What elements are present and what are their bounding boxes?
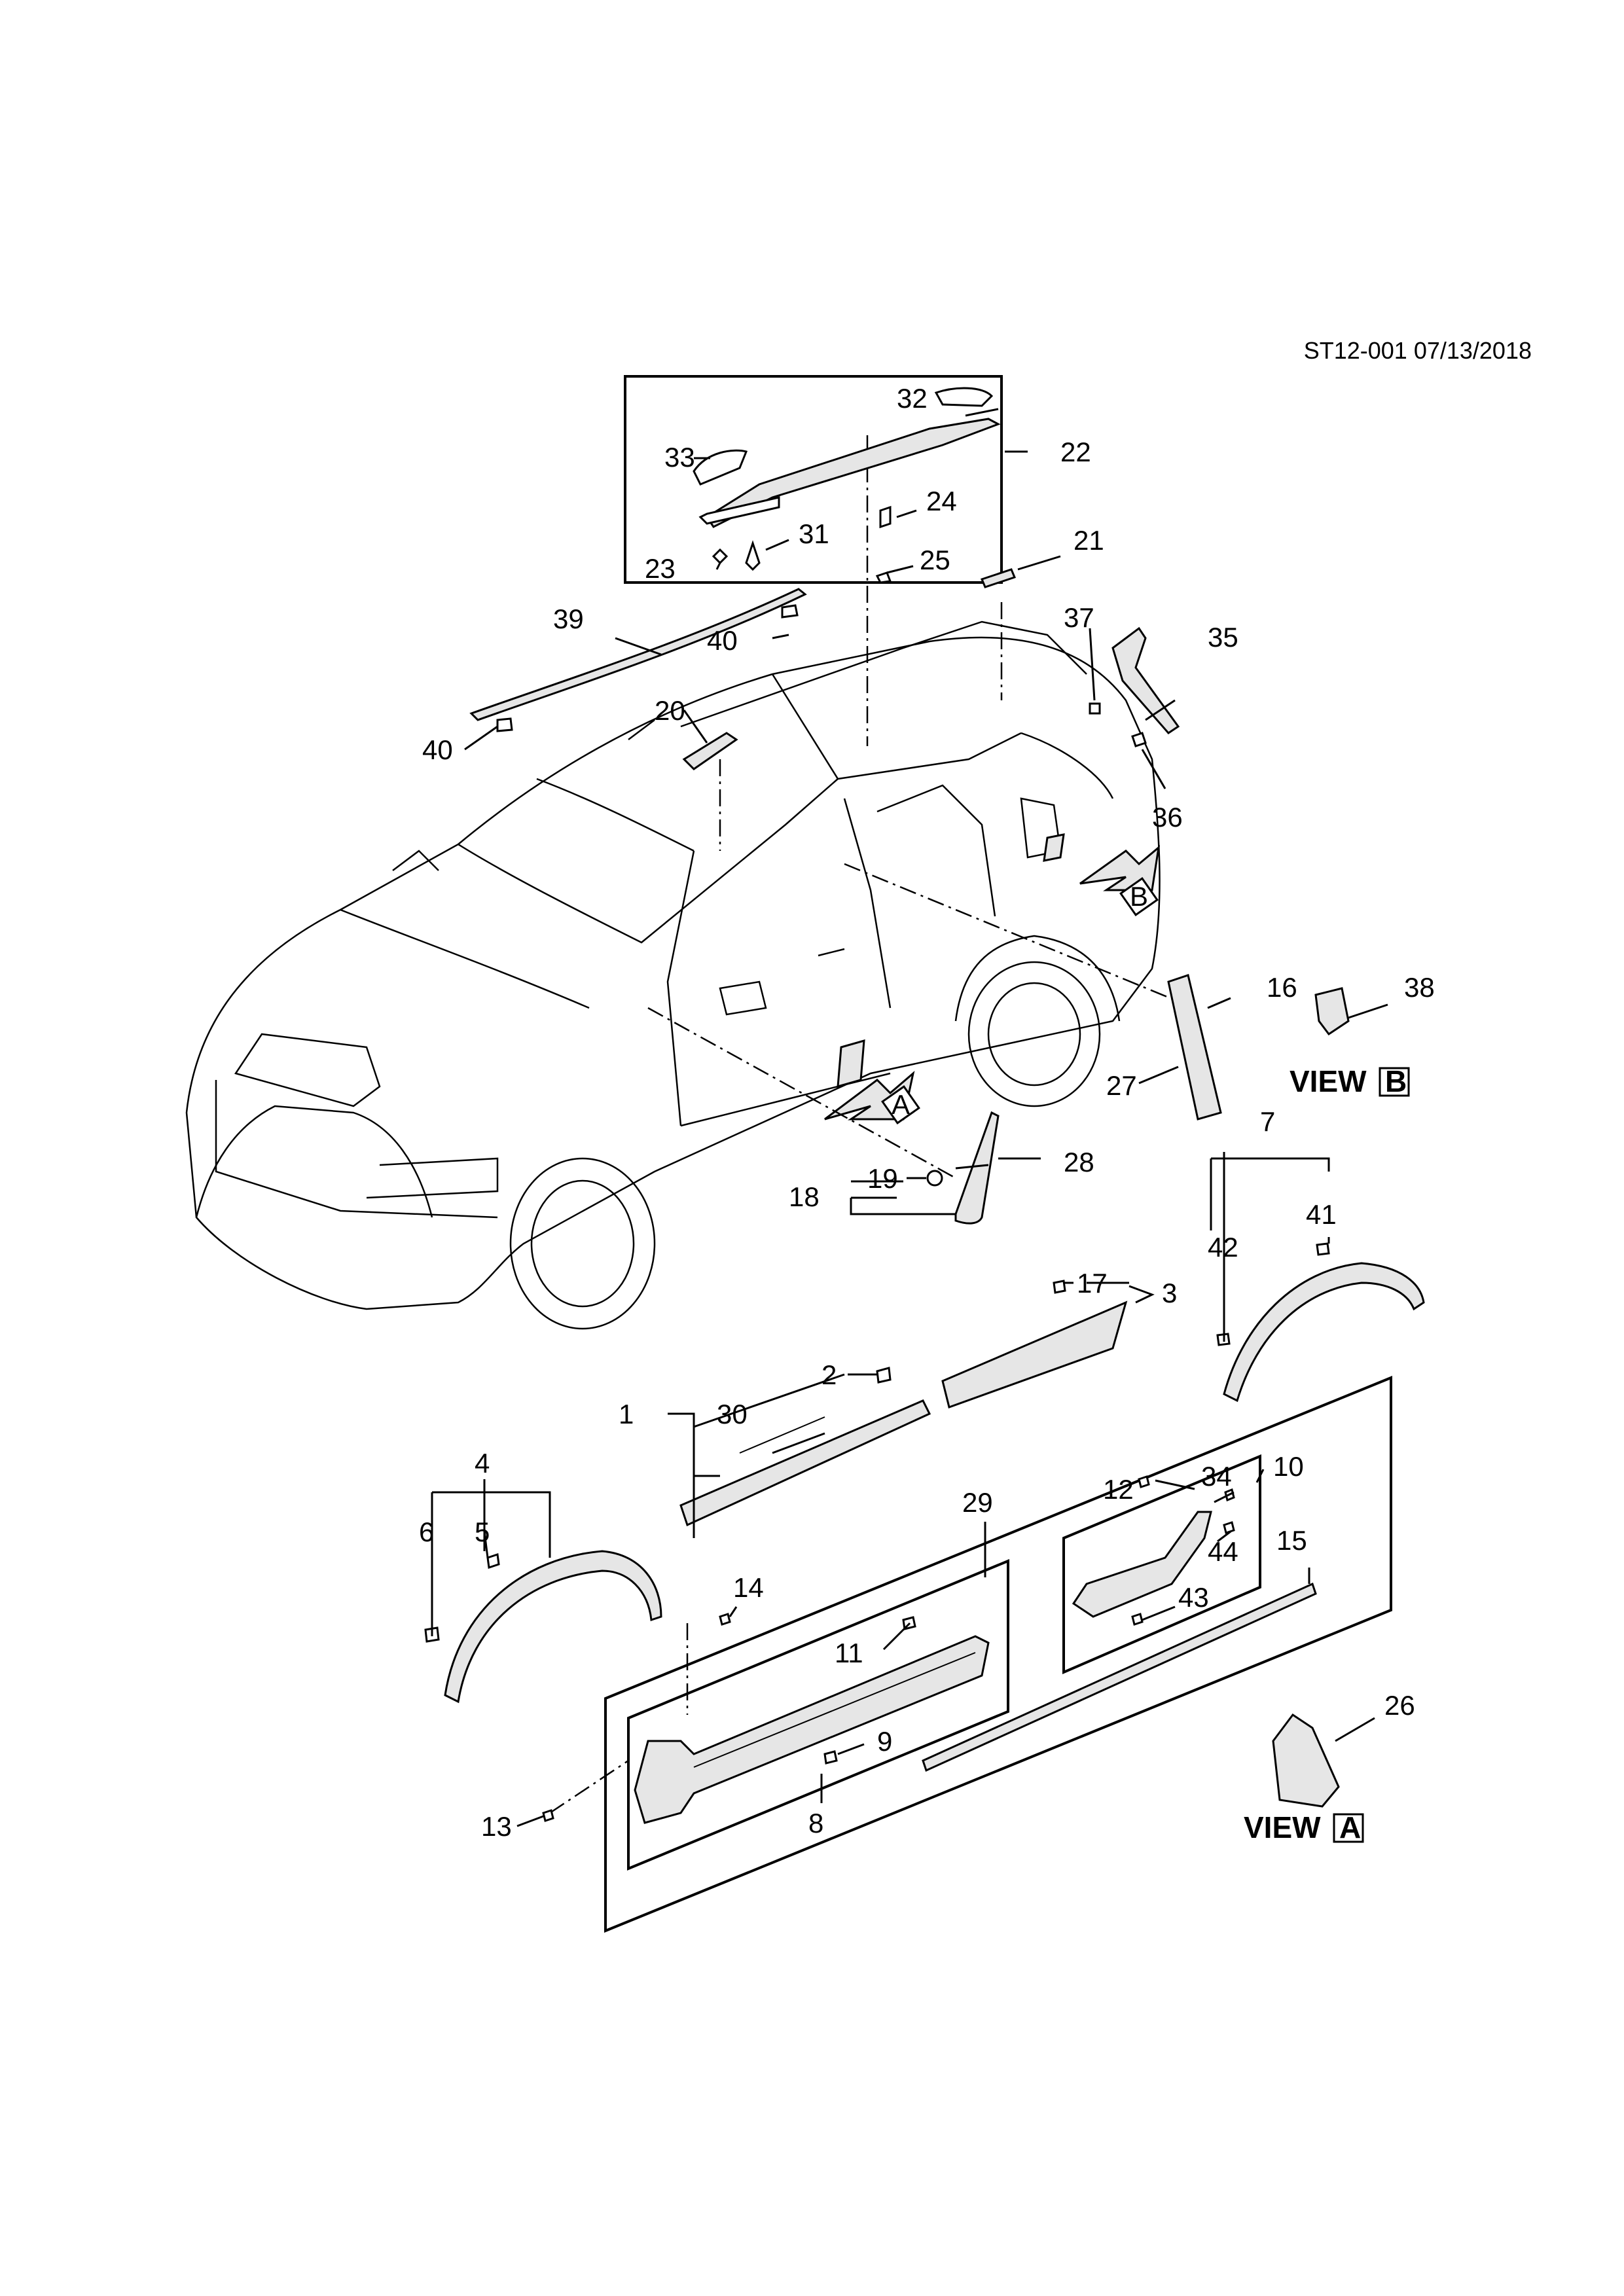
svg-text:VIEW: VIEW	[1244, 1810, 1321, 1844]
callout-6: 6	[419, 1516, 434, 1547]
callout-10: 10	[1273, 1451, 1304, 1482]
callout-13: 13	[481, 1811, 512, 1842]
callout-36: 36	[1152, 802, 1183, 833]
callout-30: 30	[717, 1399, 748, 1429]
small-bracket-a	[837, 1039, 865, 1088]
view-b-label: VIEW B	[1290, 1064, 1410, 1098]
callout-20: 20	[655, 695, 685, 726]
view-b-arrow: B	[1079, 845, 1161, 916]
callout-1: 1	[619, 1399, 634, 1429]
molding-16	[1167, 974, 1222, 1121]
molding-28	[954, 1111, 1000, 1225]
callout-14: 14	[733, 1572, 764, 1603]
clip-14	[719, 1613, 731, 1626]
callout-26: 26	[1384, 1690, 1415, 1721]
rocker-end-10	[1072, 1511, 1212, 1618]
callout-7: 7	[1260, 1106, 1275, 1137]
callout-24: 24	[926, 486, 957, 516]
svg-text:VIEW: VIEW	[1290, 1064, 1367, 1098]
nut-36	[1131, 732, 1147, 747]
callout-43: 43	[1178, 1582, 1209, 1613]
callout-38: 38	[1404, 972, 1435, 1003]
callout-33: 33	[664, 442, 695, 473]
clip-2	[876, 1367, 892, 1384]
callout-12: 12	[1103, 1474, 1134, 1505]
view-a-label: VIEW A	[1244, 1810, 1364, 1844]
callout-11: 11	[835, 1638, 863, 1668]
clip-5	[486, 1553, 500, 1569]
callout-29: 29	[962, 1487, 993, 1518]
rocker-inner-box-8	[627, 1559, 1009, 1871]
callout-19: 19	[867, 1163, 898, 1194]
clip-43	[1131, 1613, 1144, 1626]
arrow-a-letter: A	[892, 1089, 910, 1120]
clip-13	[542, 1809, 554, 1822]
roof-rail-39	[469, 588, 807, 732]
rear-wheel-flare-7	[1223, 1262, 1425, 1403]
rocker-inner-box-10	[1062, 1454, 1261, 1675]
svg-text:B: B	[1385, 1064, 1407, 1098]
callout-16: 16	[1267, 972, 1297, 1003]
callout-23: 23	[645, 553, 676, 584]
callout-27: 27	[1106, 1070, 1137, 1101]
vehicle-outline	[185, 620, 1161, 1330]
front-door-molding-1	[679, 1399, 931, 1527]
callout-2: 2	[821, 1359, 837, 1390]
roof-clip-21	[980, 568, 1017, 588]
bracket-26	[1272, 1713, 1340, 1808]
rear-door-molding-3	[941, 1300, 1128, 1408]
callout-25: 25	[920, 545, 950, 575]
clip-41	[1316, 1242, 1330, 1256]
clip-9	[823, 1750, 838, 1765]
rocker-panel-8	[634, 1635, 990, 1824]
callout-28: 28	[1064, 1147, 1094, 1177]
callout-40-top: 40	[707, 625, 738, 656]
callout-44: 44	[1208, 1536, 1238, 1567]
callout-37: 37	[1064, 602, 1094, 633]
strip-15	[922, 1582, 1317, 1772]
rocker-panel-box	[604, 1376, 1392, 1933]
callout-17: 17	[1077, 1268, 1108, 1299]
callout-8: 8	[808, 1808, 823, 1839]
roof-clip-20	[682, 732, 738, 770]
clip-38	[1314, 987, 1350, 1036]
callout-40-bottom: 40	[422, 734, 453, 765]
callout-21: 21	[1074, 525, 1104, 556]
tape-30	[739, 1416, 825, 1454]
callout-18: 18	[789, 1181, 820, 1212]
callout-5: 5	[475, 1516, 490, 1547]
callout-32: 32	[897, 383, 928, 414]
svg-text:A: A	[1339, 1810, 1361, 1844]
clip-17	[1053, 1280, 1066, 1294]
clip-12	[1138, 1475, 1150, 1488]
callout-31: 31	[799, 518, 829, 549]
trim-35	[1111, 626, 1180, 734]
callout-9: 9	[877, 1726, 892, 1757]
seal-19	[926, 1170, 943, 1187]
callout-42: 42	[1208, 1232, 1238, 1263]
callout-35: 35	[1208, 622, 1238, 653]
callout-22: 22	[1060, 437, 1091, 467]
roof-rack-box	[624, 375, 1003, 584]
arrow-b-letter: B	[1130, 881, 1148, 912]
clip-44	[1223, 1521, 1235, 1534]
callout-3: 3	[1162, 1278, 1177, 1308]
callout-41: 41	[1306, 1199, 1337, 1230]
callout-34: 34	[1201, 1461, 1232, 1492]
front-wheel-flare-4	[444, 1550, 662, 1704]
callout-39: 39	[553, 603, 584, 634]
view-a-arrow: A	[824, 1070, 920, 1124]
callout-15: 15	[1276, 1525, 1307, 1556]
callout-4: 4	[475, 1448, 490, 1479]
fastener-37	[1089, 702, 1101, 715]
drawing-reference: ST12-001 07/13/2018	[1304, 337, 1532, 364]
small-bracket-b	[1043, 833, 1065, 862]
